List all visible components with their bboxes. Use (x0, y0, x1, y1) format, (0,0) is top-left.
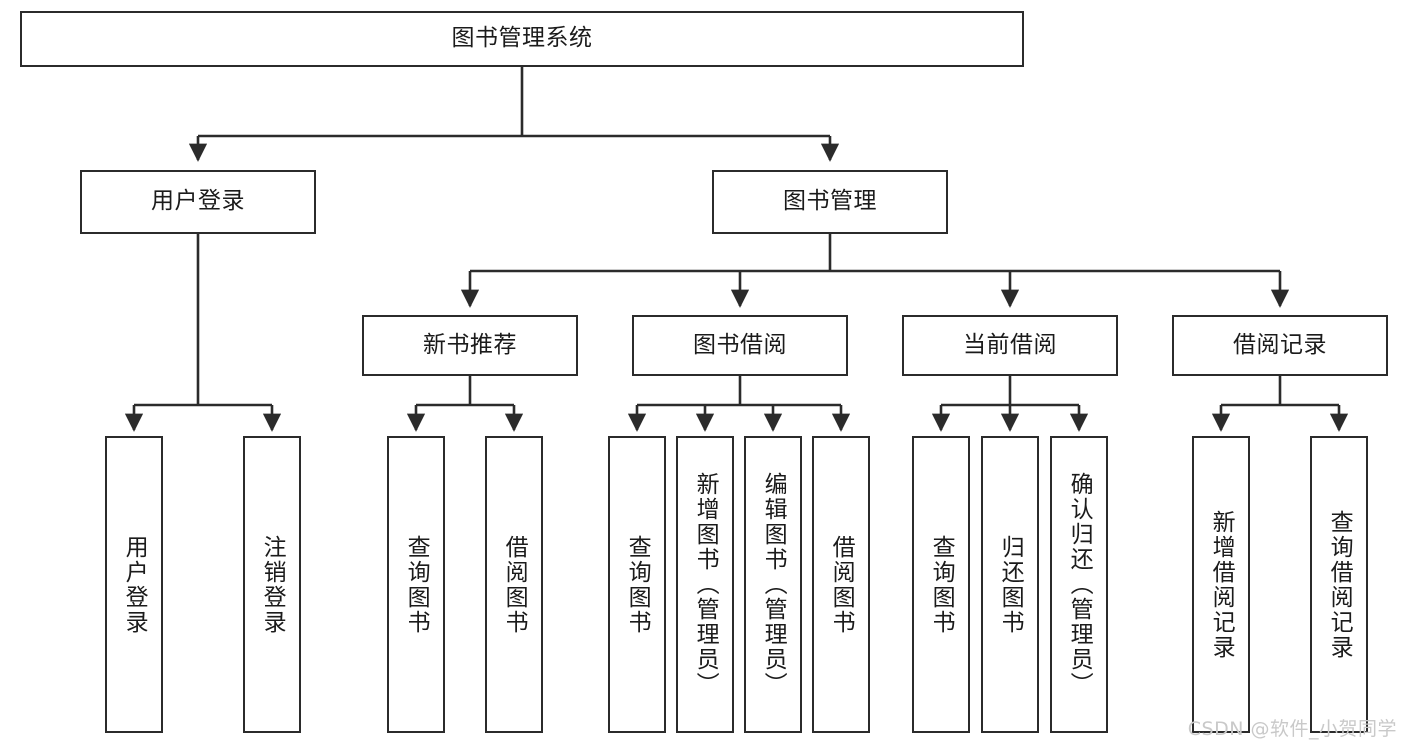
node-leaf-query-book-new-label: 查询图书 (403, 534, 430, 635)
node-book-management-label: 图书管理 (783, 188, 877, 215)
node-leaf-query-borrow-record[interactable]: 查询借阅记录 (1310, 436, 1368, 733)
node-leaf-borrow-book[interactable]: 借阅图书 (812, 436, 870, 733)
node-book-borrow-label: 图书借阅 (693, 331, 787, 358)
node-leaf-query-book-new[interactable]: 查询图书 (387, 436, 445, 733)
node-leaf-user-login-label: 用户登录 (121, 534, 148, 635)
node-borrow-records[interactable]: 借阅记录 (1172, 315, 1388, 376)
node-leaf-add-borrow-record[interactable]: 新增借阅记录 (1192, 436, 1250, 733)
node-leaf-query-book-borrow-label: 查询图书 (624, 534, 651, 635)
node-user-login[interactable]: 用户登录 (80, 170, 316, 234)
node-leaf-logout-label: 注销登录 (259, 534, 286, 635)
node-leaf-query-borrow-record-label: 查询借阅记录 (1326, 509, 1353, 660)
node-new-book-recommend[interactable]: 新书推荐 (362, 315, 578, 376)
node-leaf-edit-book-admin[interactable]: 编辑图书（管理员） (744, 436, 802, 733)
node-current-borrow[interactable]: 当前借阅 (902, 315, 1118, 376)
node-user-login-label: 用户登录 (151, 188, 245, 215)
node-leaf-borrow-book-label: 借阅图书 (828, 534, 855, 635)
node-book-management[interactable]: 图书管理 (712, 170, 948, 234)
node-leaf-query-book-current-label: 查询图书 (928, 534, 955, 635)
node-leaf-borrow-book-new[interactable]: 借阅图书 (485, 436, 543, 733)
node-leaf-return-book-label: 归还图书 (997, 534, 1024, 635)
node-leaf-confirm-return-admin-label: 确认归还（管理员） (1066, 472, 1093, 697)
csdn-watermark: CSDN @软件_小贺同学 (1187, 718, 1397, 740)
node-leaf-edit-book-admin-label: 编辑图书（管理员） (760, 472, 787, 697)
node-leaf-return-book[interactable]: 归还图书 (981, 436, 1039, 733)
node-root[interactable]: 图书管理系统 (20, 11, 1024, 67)
node-borrow-records-label: 借阅记录 (1233, 331, 1327, 358)
node-leaf-confirm-return-admin[interactable]: 确认归还（管理员） (1050, 436, 1108, 733)
node-leaf-add-book-admin[interactable]: 新增图书（管理员） (676, 436, 734, 733)
node-leaf-logout[interactable]: 注销登录 (243, 436, 301, 733)
node-leaf-query-book-current[interactable]: 查询图书 (912, 436, 970, 733)
node-leaf-add-borrow-record-label: 新增借阅记录 (1208, 509, 1235, 660)
node-new-book-recommend-label: 新书推荐 (423, 331, 517, 358)
node-book-borrow[interactable]: 图书借阅 (632, 315, 848, 376)
node-leaf-add-book-admin-label: 新增图书（管理员） (692, 472, 719, 697)
node-leaf-user-login[interactable]: 用户登录 (105, 436, 163, 733)
node-current-borrow-label: 当前借阅 (963, 331, 1057, 358)
node-root-label: 图书管理系统 (451, 25, 593, 52)
node-leaf-query-book-borrow[interactable]: 查询图书 (608, 436, 666, 733)
node-leaf-borrow-book-new-label: 借阅图书 (501, 534, 528, 635)
